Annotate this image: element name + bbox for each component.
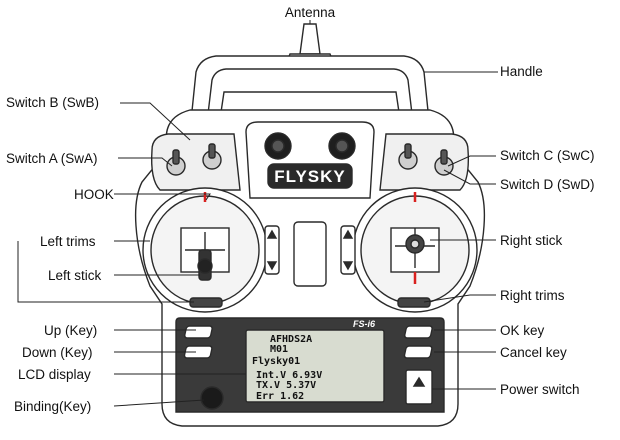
label-binding-key: Binding(Key): [14, 399, 91, 414]
label-switch-d: Switch D (SwD): [500, 177, 595, 192]
left-stick[interactable]: [197, 249, 213, 281]
lcd-line: AFHDS2A: [270, 334, 312, 345]
ok-key[interactable]: [404, 325, 433, 339]
label-switch-b: Switch B (SwB): [6, 95, 99, 110]
center-rail: [293, 221, 327, 287]
label-switch-c: Switch C (SwC): [500, 148, 595, 163]
power-switch[interactable]: [405, 369, 433, 405]
left-switch-panel: [150, 133, 241, 191]
right-stick[interactable]: [405, 234, 425, 254]
label-right-stick: Right stick: [500, 233, 563, 248]
switch-d[interactable]: [434, 149, 454, 176]
brand-badge: [267, 163, 353, 189]
model-label: FS-i6: [353, 319, 376, 329]
lcd-display: [245, 329, 385, 403]
label-up-key: Up (Key): [44, 323, 97, 338]
cancel-key[interactable]: [403, 345, 433, 359]
vra-knob[interactable]: [264, 132, 292, 160]
label-switch-a: Switch A (SwA): [6, 151, 98, 166]
label-power-switch: Power switch: [500, 382, 580, 397]
label-handle: Handle: [500, 64, 543, 79]
label-hook: HOOK: [74, 187, 114, 202]
antenna: [299, 23, 321, 55]
lcd-line: Err 1.62: [256, 391, 304, 402]
switch-b[interactable]: [202, 143, 222, 170]
right-switch-panel: [379, 133, 470, 191]
switch-a[interactable]: [166, 149, 186, 176]
lcd-line: TX.V 5.37V: [256, 380, 316, 391]
up-key[interactable]: [184, 325, 213, 339]
lcd-text: AFHDS2A M01 Flysky01 Int.V 6.93V TX.V 5.…: [252, 334, 322, 402]
label-right-trims: Right trims: [500, 288, 565, 303]
label-antenna: Antenna: [285, 5, 336, 20]
switch-c[interactable]: [398, 143, 418, 170]
lcd-line: Int.V 6.93V: [256, 370, 322, 381]
right-vertical-trim[interactable]: [340, 225, 356, 275]
transmitter-body: [134, 23, 486, 427]
right-horizontal-trim[interactable]: [397, 297, 431, 308]
label-lcd-display: LCD display: [18, 367, 91, 382]
lcd-line: M01: [270, 344, 288, 355]
callout-lines: [17, 20, 498, 407]
vrb-knob[interactable]: [328, 132, 356, 160]
label-left-trims: Left trims: [40, 234, 96, 249]
label-down-key: Down (Key): [22, 345, 93, 360]
binding-key[interactable]: [200, 386, 224, 410]
label-cancel-key: Cancel key: [500, 345, 567, 360]
brand-label: FLYSKY: [274, 167, 346, 186]
callout-labels: Antenna Handle Switch B (SwB) Switch A (…: [6, 5, 595, 414]
label-left-stick: Left stick: [48, 268, 102, 283]
lcd-line: Flysky01: [252, 356, 300, 367]
label-ok-key: OK key: [500, 323, 545, 338]
left-horizontal-trim[interactable]: [189, 297, 223, 308]
left-vertical-trim[interactable]: [264, 225, 280, 275]
